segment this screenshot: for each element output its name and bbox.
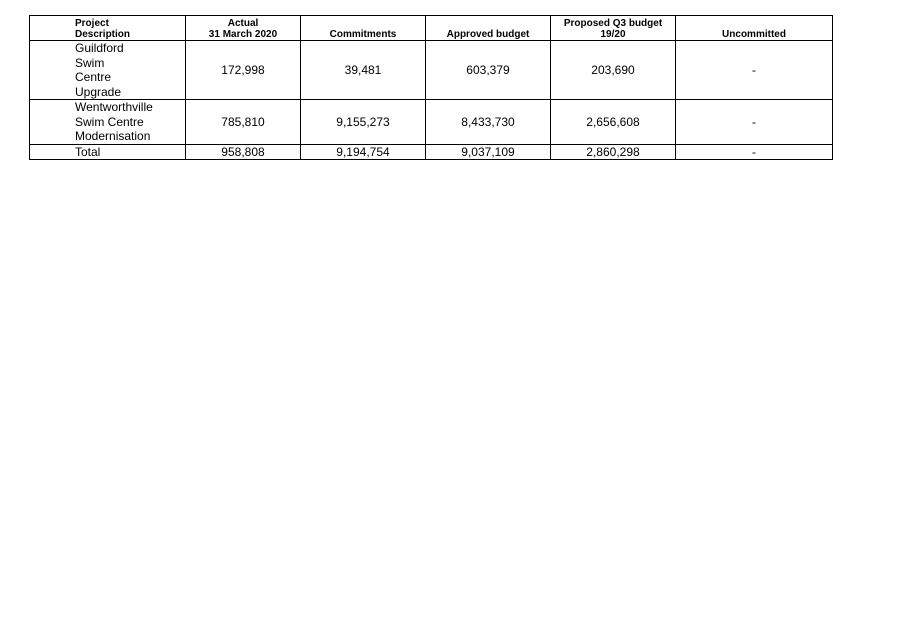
table-row: Guildford Swim Centre Upgrade 172,998 39… bbox=[29, 40, 833, 100]
cell-uncommitted: - bbox=[675, 40, 833, 100]
cell-approved-budget: 8,433,730 bbox=[425, 99, 551, 145]
cell-actual: 172,998 bbox=[185, 40, 301, 100]
header-uncommitted: Uncommitted bbox=[675, 15, 833, 41]
cell-total-commitments: 9,194,754 bbox=[300, 143, 426, 160]
cell-total-proposed-budget: 2,860,298 bbox=[550, 143, 676, 160]
cell-commitments: 39,481 bbox=[300, 40, 426, 100]
header-actual: Actual 31 March 2020 bbox=[185, 15, 301, 41]
cell-total-approved-budget: 9,037,109 bbox=[425, 143, 551, 160]
table-row: Wentworthville Swim Centre Modernisation… bbox=[29, 99, 833, 145]
cell-uncommitted: - bbox=[675, 99, 833, 145]
cell-project-description: Wentworthville Swim Centre Modernisation bbox=[29, 99, 186, 145]
header-project-description: Project Description bbox=[29, 15, 186, 41]
header-proposed-q3-budget: Proposed Q3 budget 19/20 bbox=[550, 15, 676, 41]
cell-proposed-budget: 203,690 bbox=[550, 40, 676, 100]
cell-actual: 785,810 bbox=[185, 99, 301, 145]
cell-commitments: 9,155,273 bbox=[300, 99, 426, 145]
cell-project-description: Guildford Swim Centre Upgrade bbox=[29, 40, 186, 100]
cell-approved-budget: 603,379 bbox=[425, 40, 551, 100]
cell-total-uncommitted: - bbox=[675, 143, 833, 160]
cell-total-label: Total bbox=[29, 143, 186, 160]
table-total-row: Total 958,808 9,194,754 9,037,109 2,860,… bbox=[29, 143, 833, 160]
header-approved-budget: Approved budget bbox=[425, 15, 551, 41]
header-commitments: Commitments bbox=[300, 15, 426, 41]
budget-table: Project Description Actual 31 March 2020… bbox=[29, 15, 833, 160]
cell-total-actual: 958,808 bbox=[185, 143, 301, 160]
table-header-row: Project Description Actual 31 March 2020… bbox=[29, 15, 833, 41]
cell-proposed-budget: 2,656,608 bbox=[550, 99, 676, 145]
